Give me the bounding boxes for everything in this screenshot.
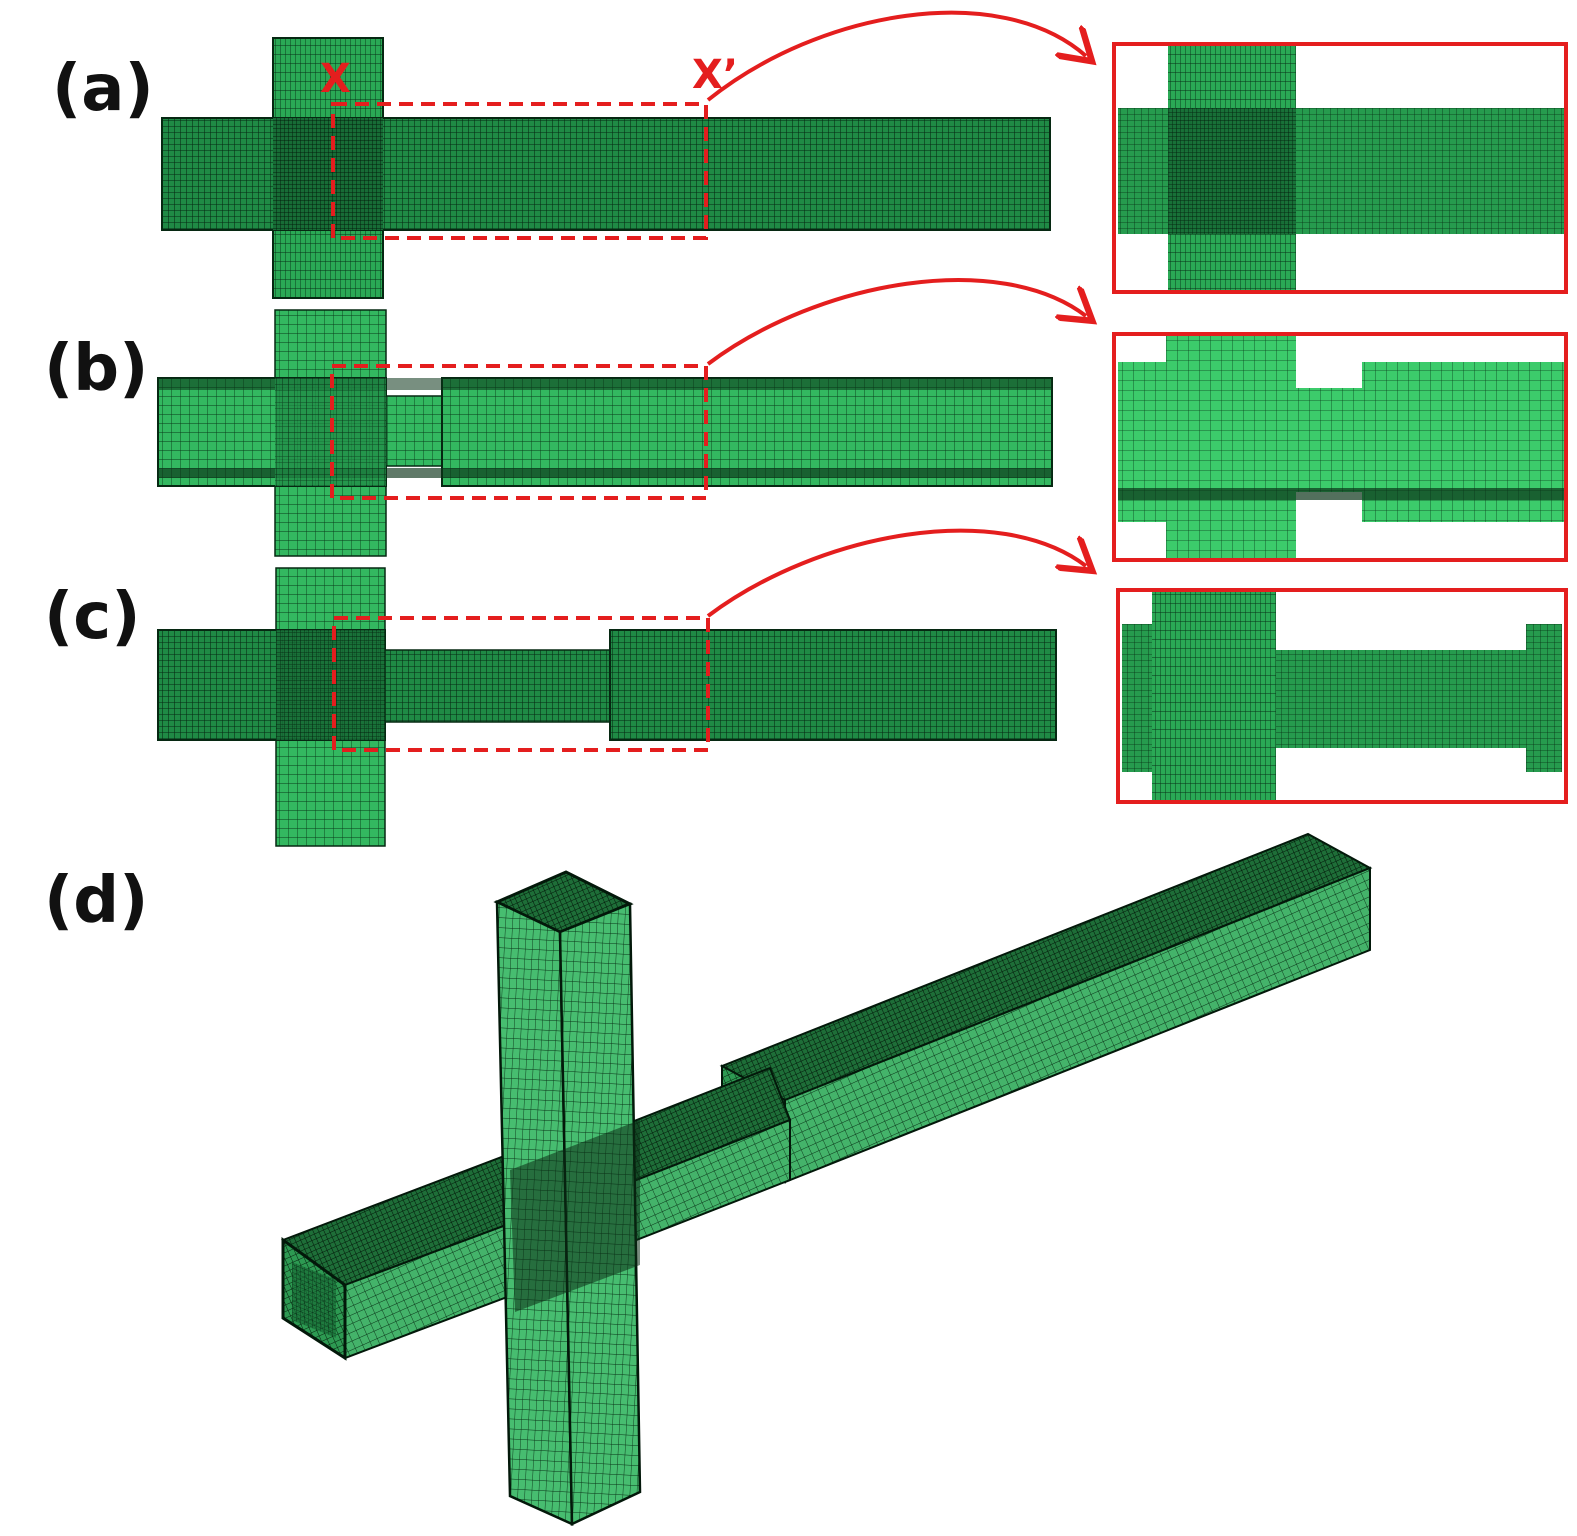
panel-a: (a) X X’ bbox=[52, 10, 1568, 299]
panel-c-label: (c) bbox=[44, 580, 140, 654]
outlet-channel bbox=[609, 629, 1057, 741]
zoom-junction bbox=[1168, 108, 1296, 234]
constriction-channel bbox=[384, 649, 611, 723]
panel-b-mesh bbox=[157, 309, 1053, 557]
panel-a-zoom bbox=[1112, 42, 1568, 294]
zoom-selection-box bbox=[331, 102, 708, 240]
zoom-arrow bbox=[706, 278, 1086, 366]
panel-a-mesh bbox=[161, 37, 1051, 299]
zoom-frame bbox=[1112, 332, 1568, 562]
marker-x-start: X bbox=[320, 56, 351, 102]
panel-b-zoom bbox=[1112, 332, 1568, 562]
panel-a-label: (a) bbox=[52, 52, 154, 126]
panel-d: (d) bbox=[44, 832, 1373, 1526]
isometric-mesh bbox=[280, 832, 1373, 1526]
marker-x-end: X’ bbox=[692, 52, 738, 98]
panel-b-label: (b) bbox=[44, 332, 148, 406]
panel-c: (c) bbox=[44, 528, 1568, 847]
constriction-channel bbox=[385, 395, 443, 467]
zoom-selection-box bbox=[332, 616, 710, 752]
zoom-arrow bbox=[706, 10, 1086, 102]
junction-region bbox=[510, 1120, 640, 1312]
panel-b: (b) bbox=[44, 278, 1568, 562]
lower-boundary-layer bbox=[158, 468, 1052, 478]
zoom-frame bbox=[1116, 588, 1568, 804]
zoom-selection-box bbox=[330, 364, 708, 500]
zoom-vertical-channel bbox=[1166, 336, 1296, 558]
zoom-frame bbox=[1112, 42, 1568, 294]
zoom-boundary-layer bbox=[1118, 488, 1564, 500]
zoom-constriction bbox=[1276, 650, 1526, 748]
inlet-end-detail bbox=[292, 1261, 336, 1338]
panel-c-zoom bbox=[1116, 588, 1568, 804]
zoom-outlet-channel bbox=[1526, 624, 1562, 772]
junction-region bbox=[273, 118, 383, 230]
panel-c-mesh bbox=[157, 567, 1057, 847]
panel-d-label: (d) bbox=[44, 864, 148, 938]
zoom-constriction bbox=[1296, 388, 1362, 492]
zoom-vertical-channel bbox=[1152, 592, 1276, 800]
zoom-inlet-channel bbox=[1122, 624, 1152, 772]
junction-region bbox=[276, 630, 385, 740]
zoom-arrow bbox=[706, 528, 1086, 618]
